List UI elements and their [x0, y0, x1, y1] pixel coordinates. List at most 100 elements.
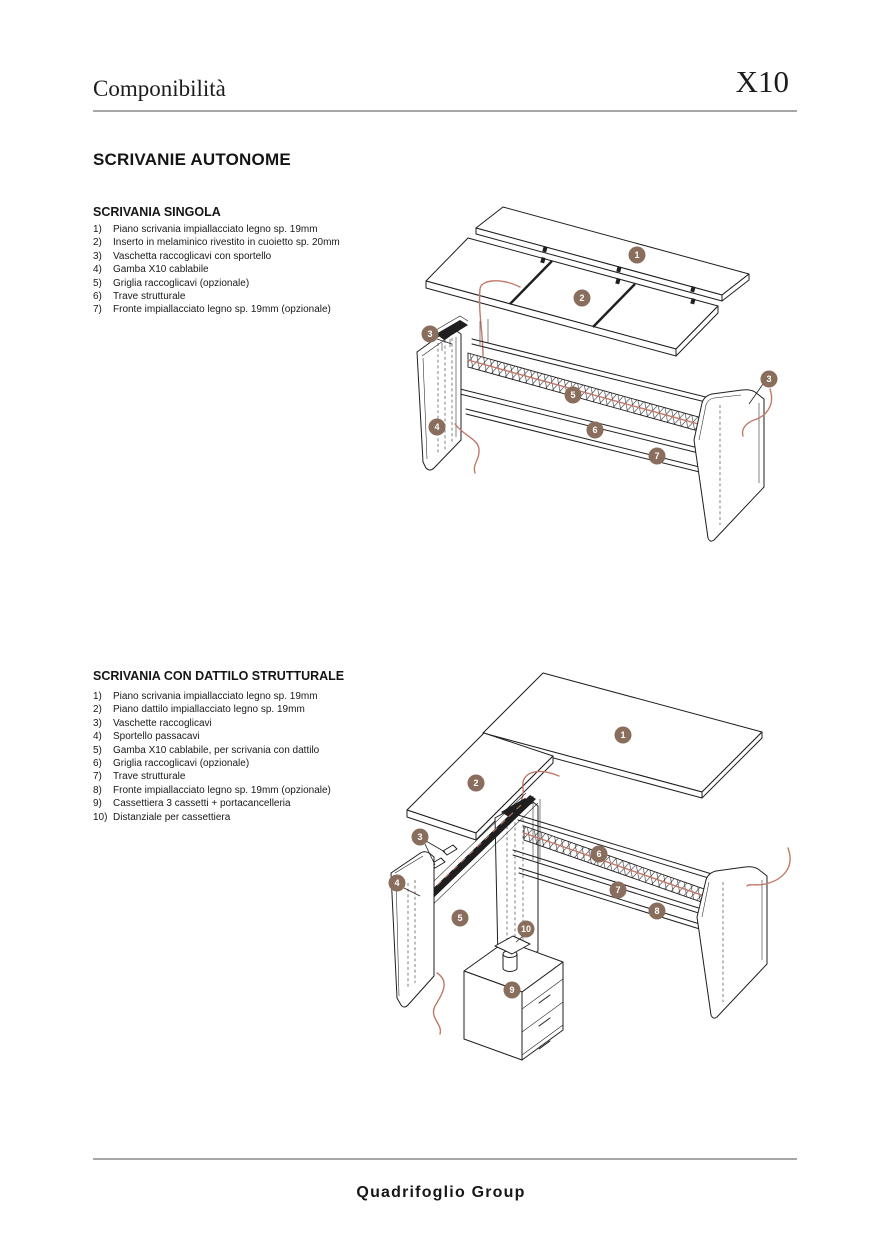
part-list-item: 1)Piano scrivania impiallacciato legno s… — [93, 690, 423, 703]
svg-text:4: 4 — [434, 422, 439, 432]
part-number: 3) — [93, 250, 102, 262]
part-list-item: 2) Piano dattilo impiallacciato legno sp.… — [93, 703, 423, 716]
part-description: Gamba X10 cablabile, per scrivania con d… — [113, 744, 320, 756]
cable-tray-small-1 — [442, 844, 458, 856]
part-number: 2) — [93, 704, 102, 716]
company-logo: Quadrifoglio Group — [356, 1184, 526, 1201]
callout-badge-3: 3 — [411, 828, 429, 846]
section-title: SCRIVANIE AUTONOME — [93, 150, 291, 169]
cable-in-grid — [467, 359, 739, 436]
callout-badge-4: 4 — [428, 418, 446, 436]
part-list-item: 5) Griglia raccoglicavi (opzionale) — [93, 277, 423, 290]
svg-text:2: 2 — [473, 778, 478, 788]
svg-text:6: 6 — [592, 425, 597, 435]
top-panel — [475, 206, 750, 302]
callout-badge-6: 6 — [586, 421, 604, 439]
part-description: Griglia raccoglicavi (opzionale) — [113, 277, 250, 289]
svg-text:4: 4 — [394, 878, 399, 888]
part-list-item: 8) Fronte impiallacciato legno sp. 19mm (… — [93, 784, 423, 797]
spacer-plate — [494, 935, 531, 955]
part-description: Piano scrivania impiallacciato legno sp.… — [113, 691, 318, 702]
part-list-item: 7) Trave strutturale — [93, 770, 423, 783]
part-description: Vaschette raccoglicavi — [113, 717, 212, 729]
svg-text:7: 7 — [615, 885, 620, 895]
inlay-panel — [425, 237, 719, 357]
part-list-item: 4) Sportello passacavi — [93, 730, 423, 743]
part-description: Vaschetta raccoglicavi con sportello — [113, 250, 272, 262]
part-number: 2) — [93, 237, 102, 249]
part-number: 4) — [93, 264, 102, 276]
part-number: 4) — [93, 731, 102, 743]
callout-badge-3: 3 — [760, 370, 778, 388]
part-description: Distanziale per cassettiera — [113, 811, 231, 823]
part-number: 8) — [93, 784, 102, 796]
part-list-item: 9) Cassettiera 3 cassetti + portacancelle… — [93, 797, 423, 810]
page-title: Componibilità — [93, 76, 226, 101]
product-code: X10 — [735, 64, 789, 99]
parts-list-dattilo-desk: 1)Piano scrivania impiallacciato legno s… — [93, 690, 423, 824]
right-leg — [693, 389, 765, 542]
svg-text:10: 10 — [521, 924, 531, 934]
part-list-item: 5) Gamba X10 cablabile, per scrivania con… — [93, 744, 423, 757]
part-list-item: 6) Trave strutturale — [93, 290, 423, 303]
part-description: Piano scrivania impiallacciato legno sp.… — [113, 224, 318, 235]
part-description: Griglia raccoglicavi (opzionale) — [113, 758, 250, 770]
cable-top — [478, 280, 521, 357]
part-list-item: 10)Distanziale per cassettiera — [93, 811, 423, 824]
callout-badges: 1 2 3 4 5 6 7 8 9 10 — [388, 726, 666, 999]
part-list-item: 3) Vaschetta raccoglicavi con sportello — [93, 250, 423, 263]
cable-tray-cover — [436, 320, 468, 340]
svg-text:7: 7 — [654, 451, 659, 461]
subsection-title-dattilo-desk: SCRIVANIA CON DATTILO STRUTTURALE — [93, 669, 345, 683]
part-description: Sportello passacavi — [113, 731, 200, 743]
subsection-title-single-desk: SCRIVANIA SINGOLA — [93, 205, 221, 219]
svg-text:1: 1 — [634, 250, 639, 260]
callout-badge-7: 7 — [609, 881, 627, 899]
svg-text:9: 9 — [509, 985, 514, 995]
leader-lines — [436, 338, 764, 405]
right-leg — [696, 866, 768, 1019]
part-number: 6) — [93, 291, 102, 303]
part-description: Trave strutturale — [113, 291, 186, 303]
part-list-item: 7)Fronte impiallacciato legno sp. 19mm (… — [93, 303, 423, 316]
cable-right — [741, 388, 773, 437]
svg-text:2: 2 — [579, 293, 584, 303]
part-list-item: 2) Inserto in melaminico rivestito in cuo… — [93, 236, 423, 249]
part-description: Cassettiera 3 cassetti + portacancelleri… — [113, 798, 291, 810]
callout-badge-1: 1 — [628, 246, 646, 264]
callout-badge-2: 2 — [573, 289, 591, 307]
svg-text:3: 3 — [427, 329, 432, 339]
header-rule — [93, 110, 797, 112]
callout-badge-9: 9 — [503, 981, 521, 999]
part-list-item: 3) Vaschette raccoglicavi — [93, 717, 423, 730]
callout-badge-10: 10 — [517, 920, 535, 938]
part-description: Fronte impiallacciato legno sp. 19mm (op… — [113, 304, 331, 316]
dattilo-leg — [390, 851, 435, 1008]
cable-right — [746, 847, 791, 887]
part-description: Fronte impiallacciato legno sp. 19mm (op… — [113, 784, 331, 796]
svg-text:5: 5 — [457, 913, 462, 923]
part-number: 7) — [93, 771, 102, 783]
part-description: Inserto in melaminico rivestito in cuoie… — [113, 237, 340, 249]
part-description: Gamba X10 cablabile — [113, 264, 209, 276]
left-leg — [416, 315, 469, 471]
parts-list-single-desk: 1) Piano scrivania impiallacciato legno s… — [93, 223, 423, 317]
exploded-diagram-dattilo-desk: 1 2 3 4 5 6 7 8 9 10 — [388, 672, 791, 1061]
part-description: Trave strutturale — [113, 771, 186, 783]
callout-badge-1: 1 — [614, 726, 632, 744]
callout-badge-3: 3 — [421, 325, 439, 343]
part-number: 9) — [93, 798, 102, 810]
leader-lines — [403, 840, 524, 943]
callout-badge-4: 4 — [388, 874, 406, 892]
part-number: 5) — [93, 744, 102, 756]
part-number: 1) — [93, 224, 102, 235]
svg-text:8: 8 — [654, 906, 659, 916]
svg-text:1: 1 — [620, 730, 625, 740]
callout-badge-6: 6 — [590, 845, 608, 863]
part-number: 5) — [93, 277, 102, 289]
callout-badge-7: 7 — [648, 447, 666, 465]
part-description: Piano dattilo impiallacciato legno sp. 1… — [113, 704, 305, 716]
part-number: 3) — [93, 717, 102, 729]
